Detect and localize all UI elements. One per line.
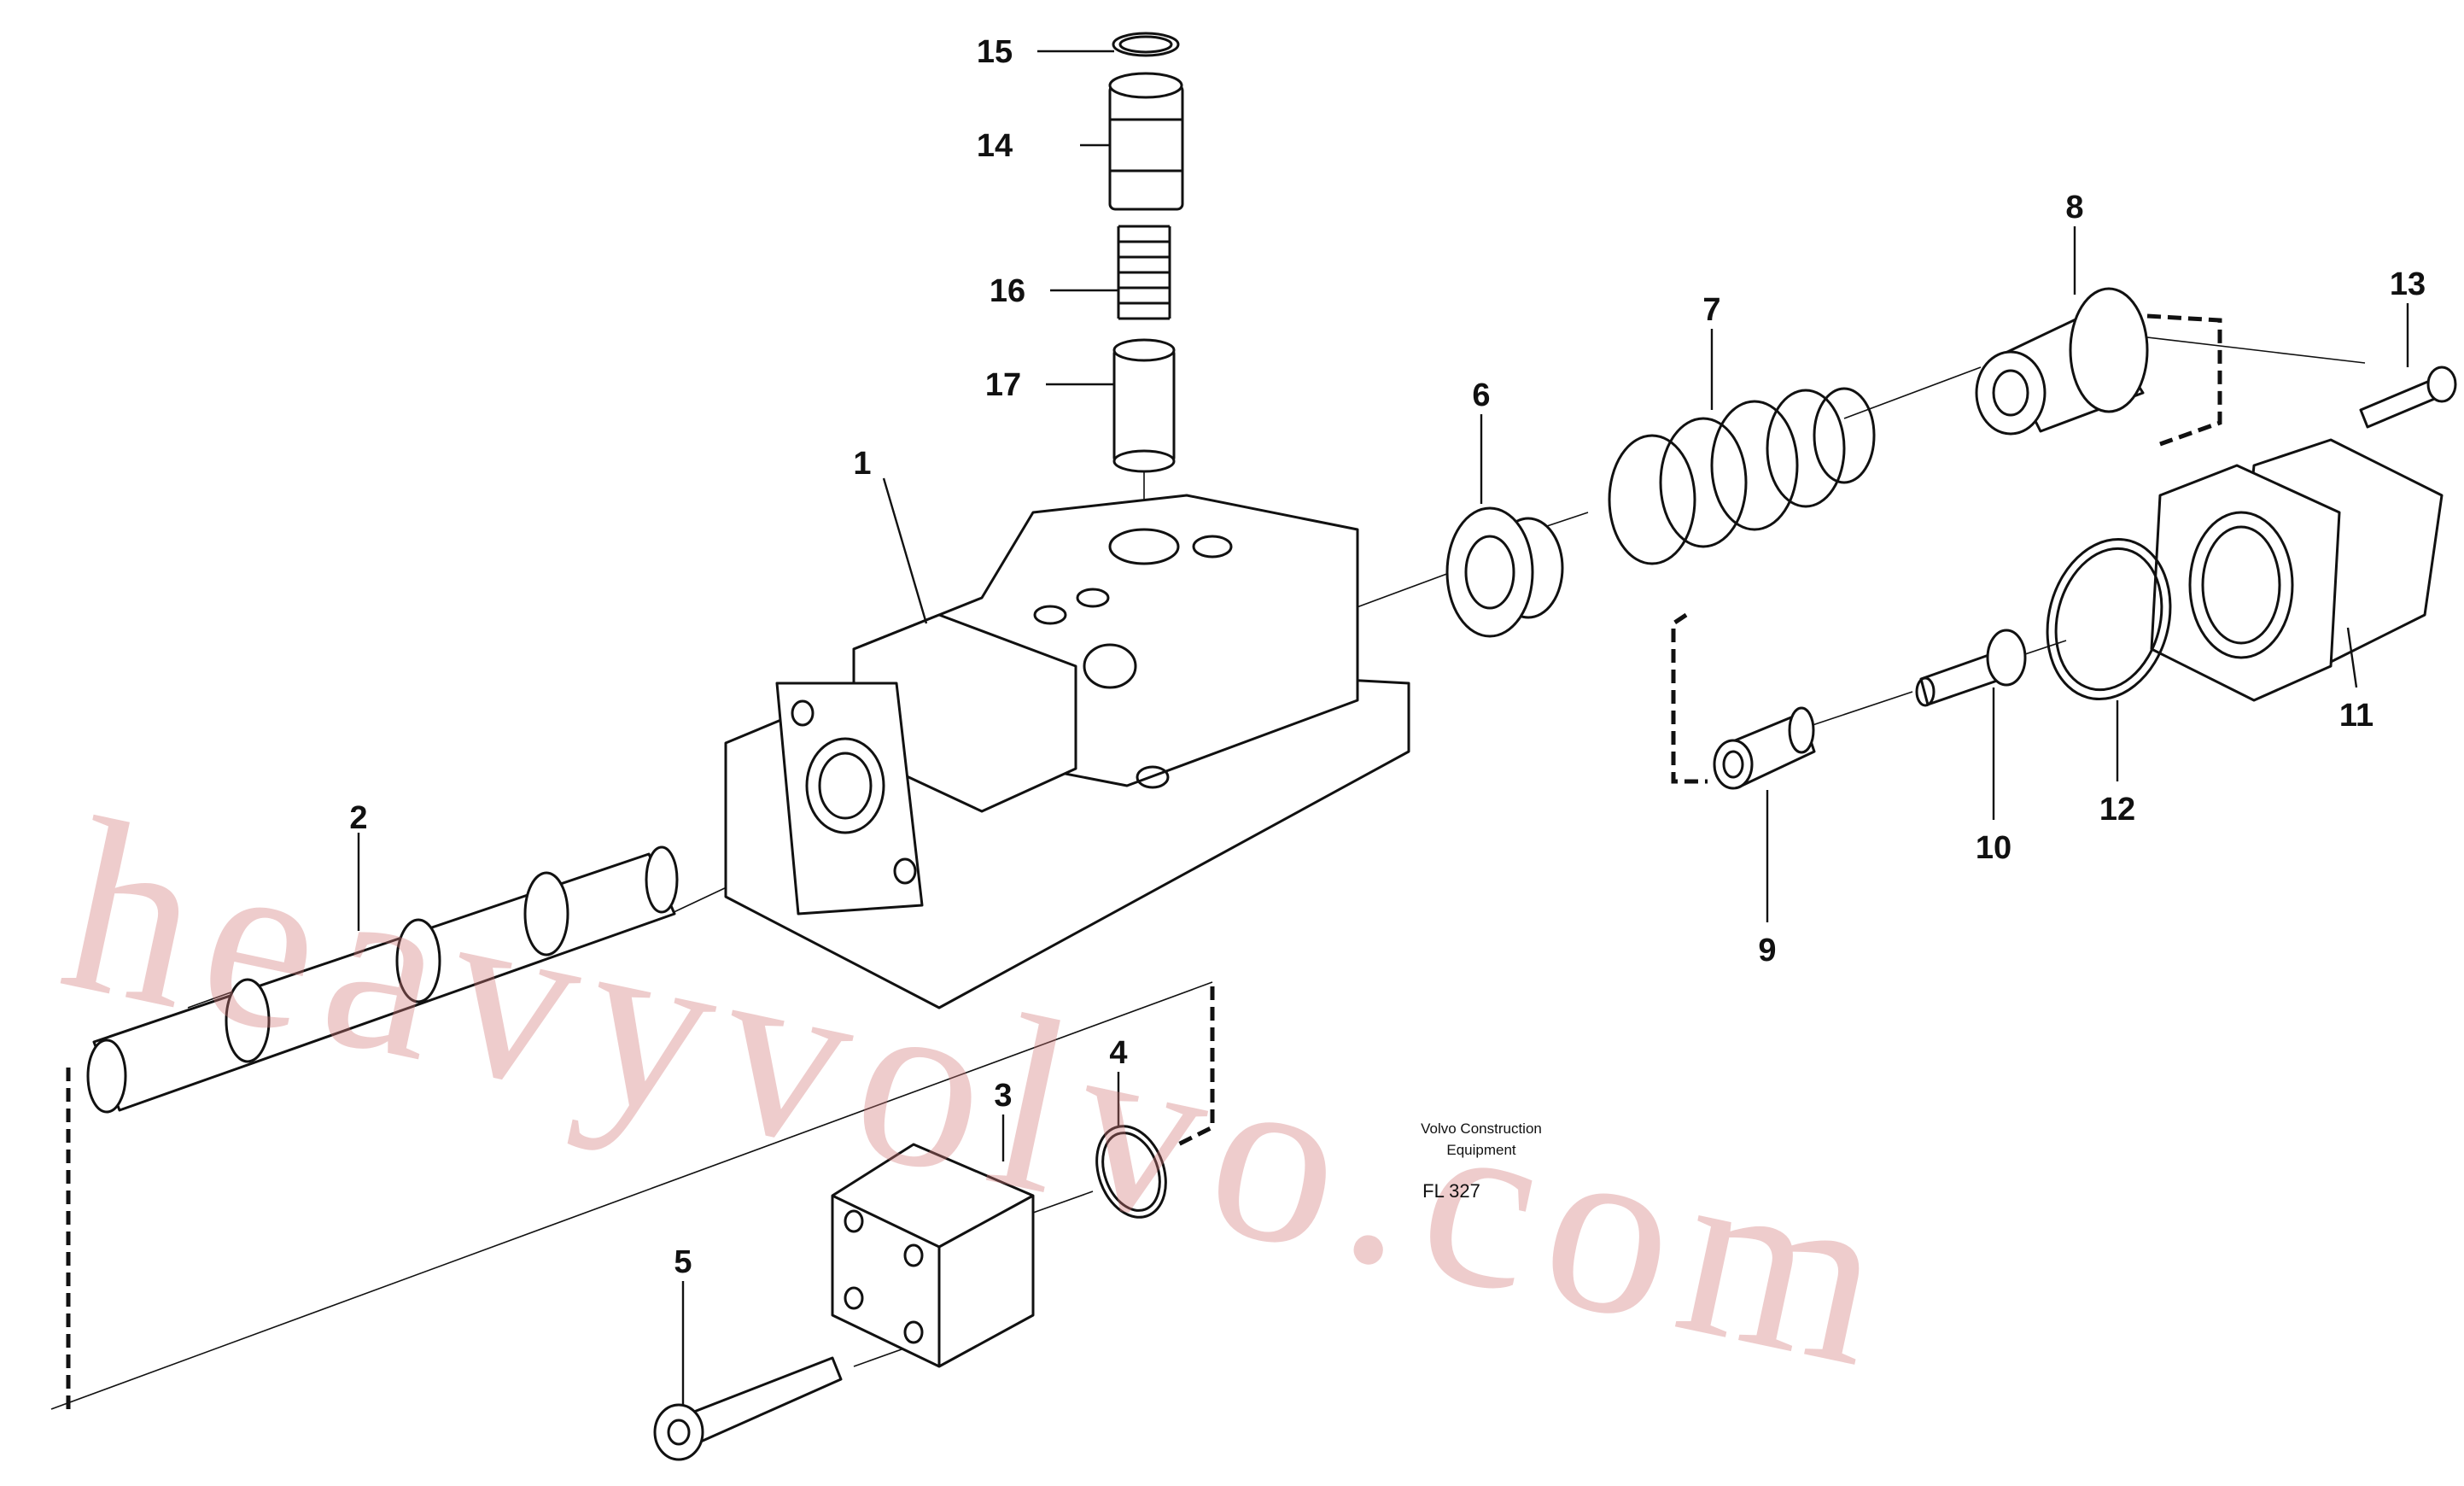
plunger-part-14 xyxy=(1108,72,1184,211)
leader-lines xyxy=(357,50,2409,1405)
callout-labels: 1 2 3 4 5 6 7 8 9 10 11 12 13 14 15 16 1… xyxy=(349,34,2426,1280)
callout-16: 16 xyxy=(990,273,1025,309)
callout-5: 5 xyxy=(674,1244,692,1280)
spring-part-7 xyxy=(1608,387,1876,565)
callout-15: 15 xyxy=(977,34,1013,70)
spring-part-16 xyxy=(1117,225,1171,320)
callout-12: 12 xyxy=(2099,792,2135,828)
callout-6: 6 xyxy=(1472,377,1490,413)
callout-13: 13 xyxy=(2390,266,2426,302)
callout-8: 8 xyxy=(2065,190,2083,225)
callout-9: 9 xyxy=(1758,933,1776,968)
gasket-part-12 xyxy=(2046,537,2172,701)
drawing-caption: Volvo Construction Equipment FL 327 xyxy=(1421,1120,1542,1202)
spool-part-2 xyxy=(86,845,679,1114)
o-ring-part-15 xyxy=(1112,32,1180,57)
cover-block-part-3 xyxy=(831,1143,1035,1368)
valve-body-part-1 xyxy=(724,494,1410,1009)
caption-line-2: Equipment xyxy=(1446,1142,1516,1158)
callout-11: 11 xyxy=(2339,698,2373,734)
screw-part-10 xyxy=(1915,629,2027,707)
callout-7: 7 xyxy=(1702,292,1720,328)
dashed-brackets xyxy=(66,313,2222,1409)
sleeve-part-17 xyxy=(1112,338,1176,473)
callout-10: 10 xyxy=(1976,830,2011,866)
spring-seat-part-6 xyxy=(1445,506,1564,638)
o-ring-part-4 xyxy=(1095,1125,1167,1219)
callout-2: 2 xyxy=(349,800,367,836)
end-cap-part-11 xyxy=(2150,438,2444,702)
callout-4: 4 xyxy=(1109,1035,1127,1071)
bolt-part-5 xyxy=(653,1356,843,1461)
bushing-part-9 xyxy=(1713,706,1816,790)
drawing-code: FL 327 xyxy=(1422,1180,1480,1202)
caption-line-1: Volvo Construction xyxy=(1421,1120,1542,1137)
small-screw-part-13 xyxy=(2359,366,2457,429)
callout-17: 17 xyxy=(985,367,1021,403)
callout-14: 14 xyxy=(977,128,1013,164)
callout-3: 3 xyxy=(994,1078,1012,1114)
callout-1: 1 xyxy=(853,446,871,482)
sleeve-part-8 xyxy=(1975,287,2149,436)
